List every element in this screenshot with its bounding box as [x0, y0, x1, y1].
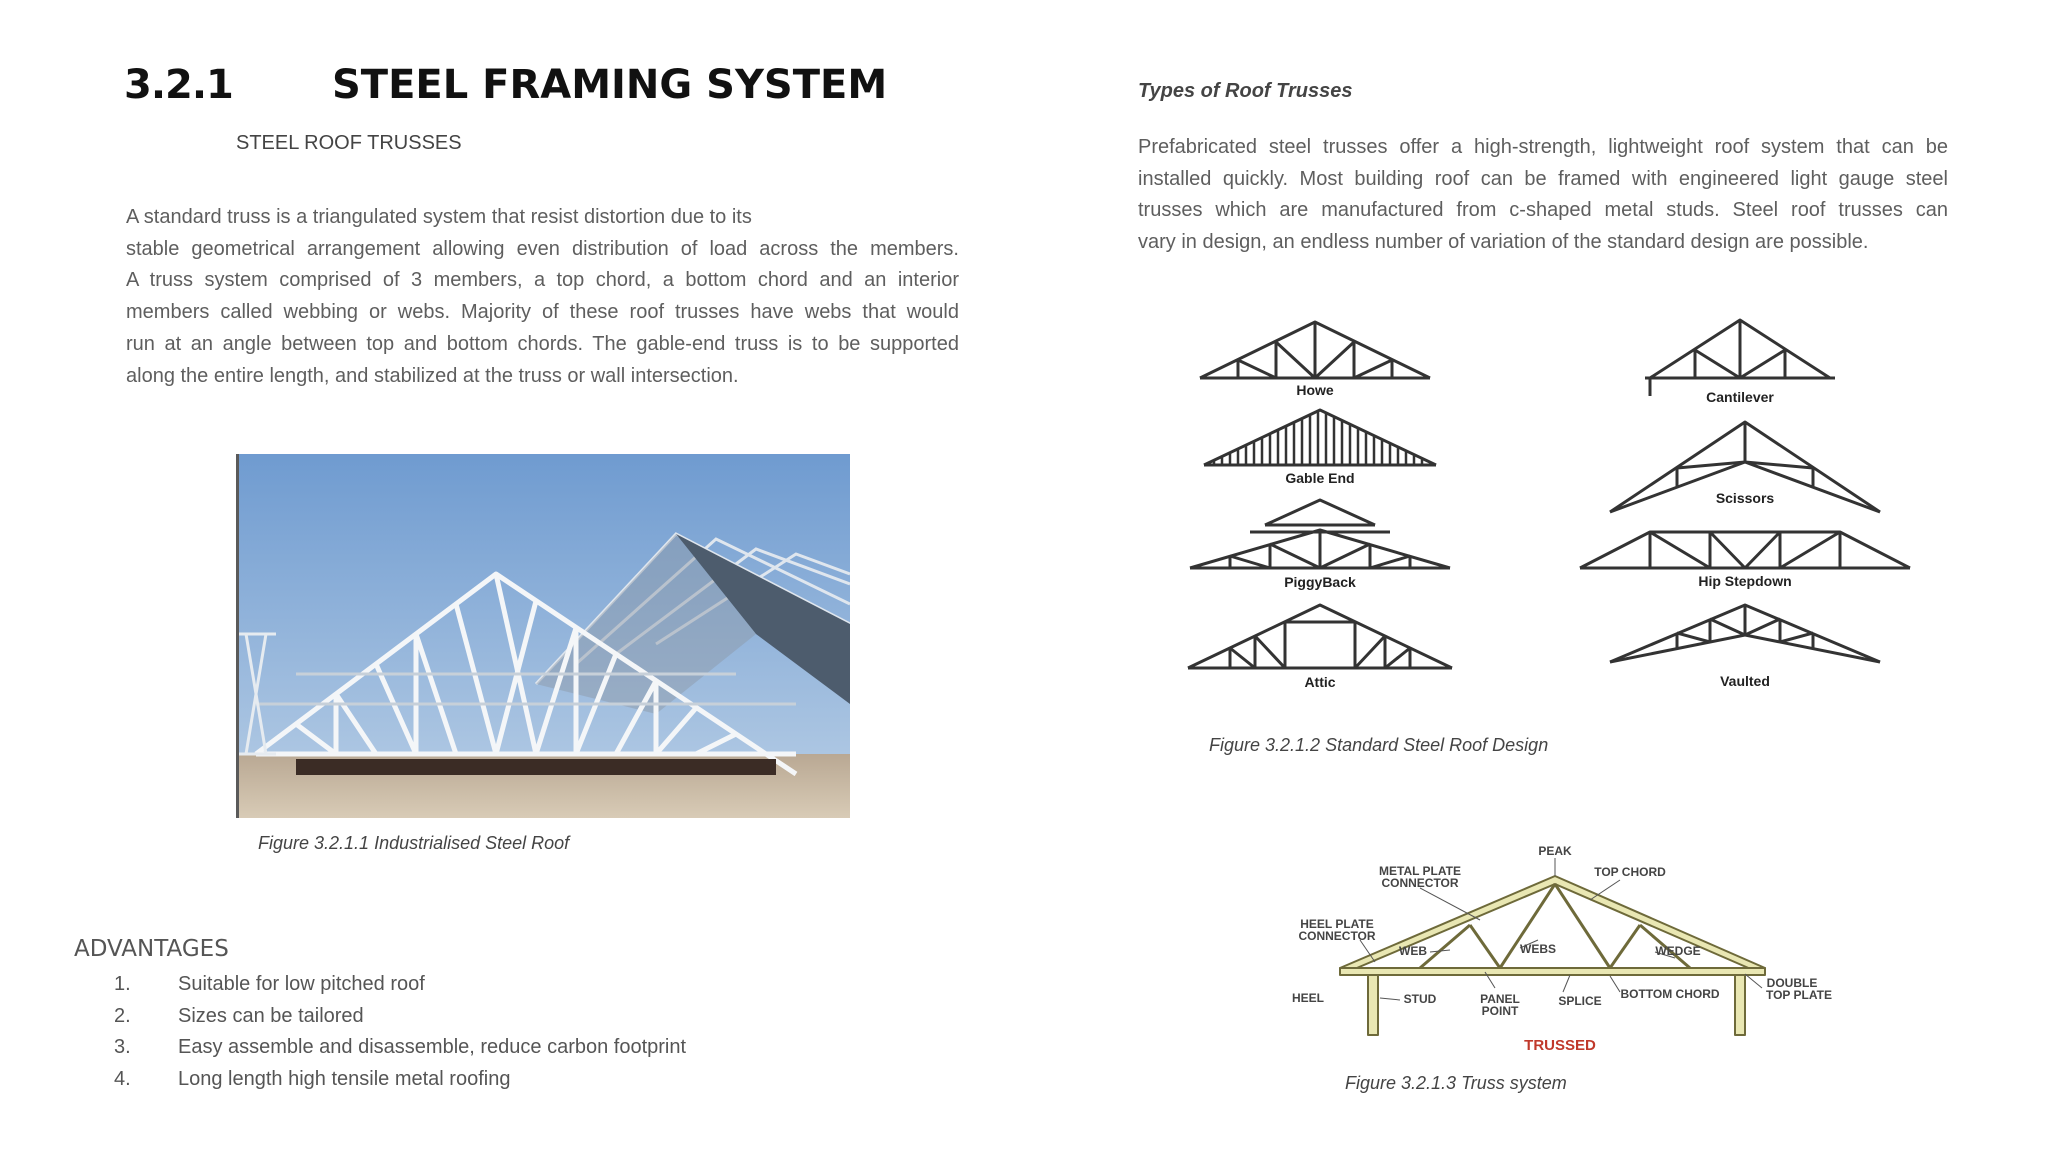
intro-line: run at an angle between top and bottom c…	[126, 332, 959, 355]
types-title: Types of Roof Trusses	[1138, 80, 1353, 102]
svg-text:SPLICE: SPLICE	[1558, 994, 1601, 1008]
list-item: 4.Long length high tensile metal roofing	[114, 1068, 511, 1091]
svg-text:PANEL: PANEL	[1480, 992, 1520, 1006]
intro-line: A standard truss is a triangulated syste…	[126, 206, 752, 228]
list-item: 2.Sizes can be tailored	[114, 1004, 364, 1027]
svg-text:WEDGE: WEDGE	[1655, 944, 1700, 958]
types-line: installed quickly. Most building roof ca…	[1138, 167, 1948, 190]
types-line: trusses which are manufactured from c-sh…	[1138, 199, 1948, 222]
svg-text:BOTTOM CHORD: BOTTOM CHORD	[1620, 987, 1719, 1001]
truss-label: Hip Stepdown	[1698, 573, 1791, 589]
types-paragraph: Prefabricated steel trusses offer a high…	[1138, 132, 1948, 259]
svg-text:STUD: STUD	[1404, 992, 1437, 1006]
svg-text:PEAK: PEAK	[1538, 844, 1572, 858]
svg-text:METAL PLATE: METAL PLATE	[1379, 864, 1461, 878]
intro-line: members called webbing or webs. Majority…	[126, 301, 959, 324]
intro-line: stable geometrical arrangement allowing …	[126, 237, 959, 260]
truss-label: PiggyBack	[1284, 574, 1356, 590]
section-number: 3.2.1	[124, 62, 234, 108]
types-line: Prefabricated steel trusses offer a high…	[1138, 136, 1948, 158]
truss-label: Gable End	[1285, 470, 1354, 486]
figure1-caption: Figure 3.2.1.1 Industrialised Steel Roof	[258, 833, 570, 853]
advantages-list: 1.Suitable for low pitched roof 2.Sizes …	[114, 969, 686, 1096]
figure3-caption: Figure 3.2.1.3 Truss system	[1345, 1073, 1567, 1093]
list-item: 1.Suitable for low pitched roof	[114, 973, 425, 995]
figure2-caption: Figure 3.2.1.2 Standard Steel Roof Desig…	[1209, 735, 1549, 755]
truss-label: Attic	[1304, 674, 1335, 690]
list-item: 3.Easy assemble and disassemble, reduce …	[114, 1036, 687, 1059]
svg-text:CONNECTOR: CONNECTOR	[1381, 876, 1458, 890]
svg-text:TOP CHORD: TOP CHORD	[1594, 865, 1666, 879]
types-line: vary in design, an endless number of var…	[1138, 231, 1869, 254]
steel-roof-photo	[236, 454, 850, 818]
svg-text:HEEL: HEEL	[1292, 991, 1324, 1005]
intro-line: A truss system comprised of 3 members, a…	[126, 269, 959, 292]
svg-text:POINT: POINT	[1482, 1004, 1519, 1018]
intro-line: along the entire length, and stabilized …	[126, 364, 739, 387]
page-title: STEEL FRAMING SYSTEM	[332, 62, 888, 108]
svg-text:WEBS: WEBS	[1520, 942, 1556, 956]
truss-label: Vaulted	[1720, 673, 1770, 689]
svg-text:HEEL PLATE: HEEL PLATE	[1300, 917, 1374, 931]
svg-text:TOP PLATE: TOP PLATE	[1766, 988, 1832, 1002]
svg-text:TRUSSED: TRUSSED	[1524, 1037, 1596, 1054]
truss-label: Scissors	[1716, 490, 1775, 506]
truss-label: Cantilever	[1706, 389, 1774, 405]
intro-paragraph: A standard truss is a triangulated syste…	[126, 202, 959, 392]
truss-types-diagram: Howe Gable End PiggyBack Attic Cantileve…	[1187, 318, 1911, 690]
subheading: STEEL ROOF TRUSSES	[236, 132, 462, 154]
truss-system-diagram: PEAK METAL PLATE CONNECTOR TOP CHORD HEE…	[1292, 844, 1832, 1054]
advantages-title: ADVANTAGES	[74, 936, 229, 962]
svg-text:DOUBLE: DOUBLE	[1767, 976, 1818, 990]
truss-label: Howe	[1296, 382, 1334, 398]
svg-text:WEB: WEB	[1399, 944, 1427, 958]
svg-text:CONNECTOR: CONNECTOR	[1298, 929, 1375, 943]
